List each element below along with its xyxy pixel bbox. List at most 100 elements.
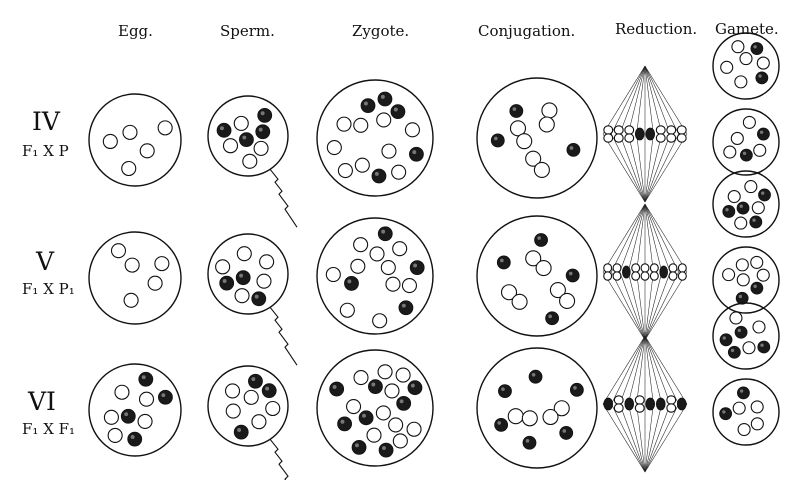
chromosome-speckle xyxy=(161,393,165,397)
sperm-cell-iv xyxy=(208,96,297,227)
spindle-fiber xyxy=(637,134,645,202)
dark-chromosome xyxy=(735,326,747,338)
open-chromosome xyxy=(757,269,769,281)
dark-chromosome xyxy=(410,261,424,275)
spindle-fiber xyxy=(645,204,679,272)
open-chromosome xyxy=(252,415,266,429)
spindle-fiber xyxy=(645,134,653,202)
dark-chromosome xyxy=(737,202,749,214)
paired-chromosome xyxy=(534,162,549,177)
open-chromosome xyxy=(148,276,162,290)
row-labels: IV F₁ X P V F₁ X P₁ VI F₁ X F₁ xyxy=(22,107,75,438)
equatorial-open-chromosome xyxy=(678,264,686,272)
dark-chromosome xyxy=(758,341,770,353)
spindle-fiber xyxy=(603,336,645,404)
chromosome-speckle xyxy=(725,208,728,211)
chromosome-speckle xyxy=(142,375,146,379)
chromosome-speckle xyxy=(124,412,128,416)
open-chromosome xyxy=(326,268,340,282)
dark-chromosome xyxy=(379,443,393,457)
chromosome-speckle xyxy=(412,150,416,154)
open-chromosome xyxy=(376,406,390,420)
open-chromosome xyxy=(243,154,257,168)
chromosome-speckle xyxy=(723,336,726,339)
chromosome-speckle xyxy=(731,349,734,352)
equatorial-open-chromosome xyxy=(641,272,649,280)
conjugation-cell-vi xyxy=(477,348,597,468)
chromosome-speckle xyxy=(758,74,761,77)
spindle-fiber xyxy=(645,66,670,134)
zygote-cell-vi xyxy=(317,350,433,466)
open-chromosome xyxy=(351,259,365,273)
gamete-cell-iv-1 xyxy=(713,33,779,99)
dark-chromosome xyxy=(759,189,771,201)
chromosome-speckle xyxy=(494,137,498,141)
chromosome-speckle xyxy=(722,410,725,413)
dark-chromosome xyxy=(720,408,732,420)
spindle-fiber xyxy=(645,204,662,272)
gamete-cell-vi-2 xyxy=(713,379,779,445)
open-chromosome xyxy=(381,261,395,275)
dark-chromosome xyxy=(756,72,768,84)
header-conjugation: Conjugation. xyxy=(478,22,575,40)
spindle-fiber xyxy=(645,66,653,134)
spindle-fiber xyxy=(645,404,662,472)
equatorial-dark-chromosome xyxy=(635,128,644,140)
chromosome-speckle xyxy=(497,421,501,425)
header-zygote: Zygote. xyxy=(352,22,409,40)
chromosome-speckle xyxy=(537,236,541,240)
dark-chromosome xyxy=(330,382,344,396)
equatorial-open-chromosome xyxy=(667,126,676,134)
dark-chromosome xyxy=(217,123,231,137)
dark-chromosome xyxy=(399,301,413,315)
chromosome-speckle xyxy=(381,230,385,234)
equatorial-dark-chromosome xyxy=(625,398,634,410)
row-label-v: V xyxy=(35,247,55,276)
dark-chromosome xyxy=(252,292,266,306)
dark-chromosome xyxy=(338,417,352,431)
open-chromosome xyxy=(731,132,743,144)
conjugation-cell-iv xyxy=(477,78,597,198)
open-chromosome xyxy=(738,424,750,436)
open-chromosome xyxy=(752,202,764,214)
spindle-fiber xyxy=(620,404,645,472)
reduction-spindle-iv xyxy=(603,66,687,202)
open-chromosome xyxy=(393,242,407,256)
chromosome-speckle xyxy=(743,152,746,155)
open-chromosome xyxy=(386,277,400,291)
chromosome-speckle xyxy=(760,344,763,347)
egg-cell-v xyxy=(89,232,181,324)
chromosome-speckle xyxy=(341,420,345,424)
equatorial-dark-chromosome xyxy=(656,398,665,410)
open-chromosome xyxy=(730,312,742,324)
spindle-fiber xyxy=(603,134,645,202)
paired-chromosome xyxy=(508,409,523,424)
chromosome-speckle xyxy=(394,108,398,112)
open-chromosome xyxy=(122,161,136,175)
dark-chromosome xyxy=(378,92,392,106)
paired-chromosome xyxy=(560,293,575,308)
conjugation-cell-vi-outline xyxy=(477,348,597,468)
spindle-fiber xyxy=(645,272,662,340)
equatorial-open-chromosome xyxy=(641,264,649,272)
spindle-fiber xyxy=(645,404,679,472)
paired-chromosome xyxy=(517,134,532,149)
dark-chromosome xyxy=(236,271,250,285)
spindle-fiber xyxy=(645,404,687,472)
chromosome-speckle xyxy=(548,314,552,318)
open-chromosome xyxy=(216,260,230,274)
cross-label-v: F₁ X P₁ xyxy=(22,280,75,298)
spindle-fiber xyxy=(603,272,645,340)
zygote-cell-iv xyxy=(317,80,433,196)
dark-chromosome xyxy=(546,312,559,325)
equatorial-open-chromosome xyxy=(604,264,612,272)
equatorial-open-chromosome xyxy=(669,272,677,280)
spindle-fiber xyxy=(603,66,645,134)
dark-chromosome xyxy=(566,269,579,282)
paired-chromosome xyxy=(543,410,558,425)
equatorial-open-chromosome xyxy=(625,134,634,142)
chromosome-speckle xyxy=(347,279,351,283)
reduction-spindle-vi xyxy=(603,336,687,472)
spindle-fiber xyxy=(611,204,645,272)
